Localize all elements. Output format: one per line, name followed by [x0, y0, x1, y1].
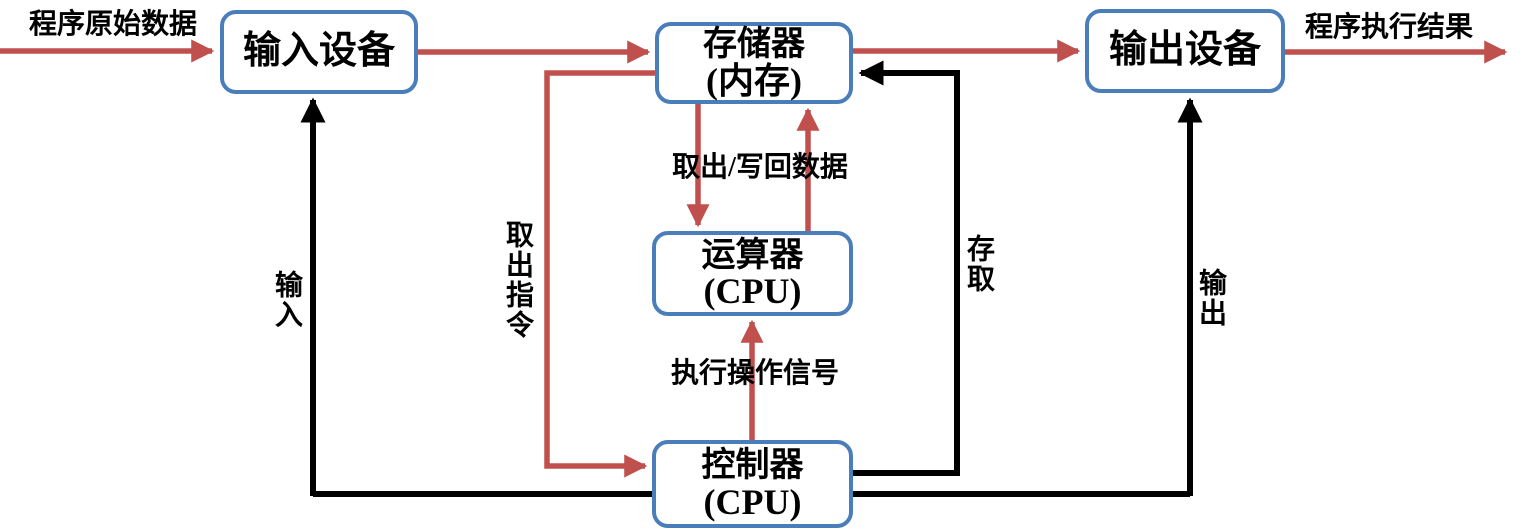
- memory-sublabel: (内存): [706, 60, 802, 101]
- fetch-writeback-data-label: 取出/写回数据: [672, 152, 848, 183]
- control-unit-label: 控制器: [701, 447, 804, 485]
- fetch-instruction-label: 取出指令: [502, 220, 533, 340]
- output-device-box: 输出设备: [1085, 9, 1285, 93]
- access-memory-arrow: [853, 60, 960, 476]
- memory-label: 存储器: [703, 26, 805, 64]
- program-result-label: 程序执行结果: [1304, 12, 1473, 43]
- fetch-instruction-arrow: [544, 70, 655, 478]
- alu-box: 运算器 (CPU): [652, 231, 853, 316]
- input-device-label: 输入设备: [242, 30, 395, 73]
- memory-box: 存储器 (内存): [655, 22, 853, 104]
- alu-sublabel: (CPU): [703, 271, 802, 312]
- input-label: 输入: [271, 270, 302, 330]
- program-raw-data-label: 程序原始数据: [28, 9, 197, 40]
- control-unit-sublabel: (CPU): [703, 481, 802, 522]
- execute-signal-label: 执行操作信号: [670, 358, 839, 389]
- output-label: 输出: [1195, 268, 1226, 328]
- control-unit-box: 控制器 (CPU): [652, 440, 853, 528]
- output-device-label: 输出设备: [1108, 29, 1261, 72]
- alu-label: 运算器: [701, 236, 804, 274]
- input-device-box: 输入设备: [220, 10, 418, 94]
- access-label: 存取: [963, 234, 994, 294]
